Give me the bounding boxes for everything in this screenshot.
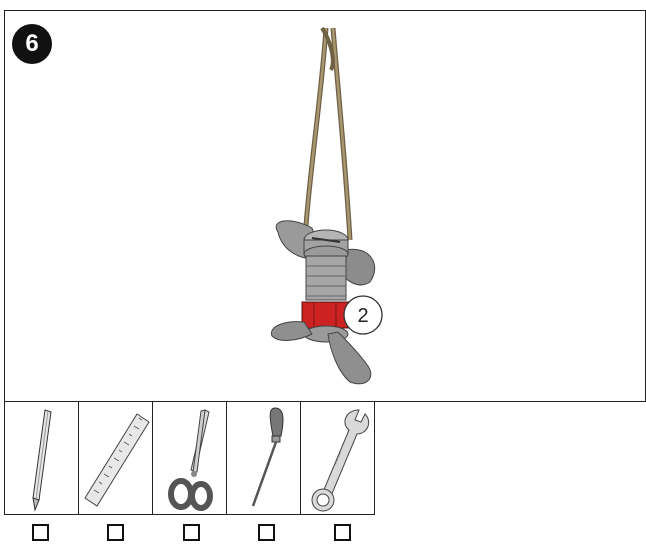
illustration-frame	[4, 10, 645, 402]
screwdriver-icon	[251, 407, 284, 507]
rope-loop	[303, 26, 353, 241]
ruler-icon	[84, 413, 150, 507]
checkbox-scissors[interactable]	[183, 524, 200, 541]
tool-card-pencil	[4, 402, 79, 515]
checkbox-ruler[interactable]	[107, 524, 124, 541]
tool-card-screwdriver	[226, 402, 301, 515]
upper-wing-nut	[275, 220, 376, 286]
step-number-badge: 6	[12, 24, 52, 64]
tool-strip: ~~~~	[4, 402, 375, 517]
threaded-body	[305, 255, 347, 301]
pencil-icon	[32, 409, 52, 512]
svg-text:~~~~: ~~~~	[333, 451, 344, 467]
checkbox-wrench[interactable]	[334, 524, 351, 541]
checkbox-pencil[interactable]	[32, 524, 49, 541]
scissors-icon	[168, 409, 213, 511]
red-seal-band	[301, 301, 351, 329]
tool-card-wrench: ~~~~	[300, 402, 375, 515]
tool-card-ruler	[78, 402, 153, 515]
assembly-illustration: 2	[270, 26, 383, 385]
wrench-icon: ~~~~	[311, 409, 370, 512]
callout-marker: 2	[343, 295, 383, 335]
callout-label: 2	[357, 305, 368, 327]
tool-card-scissors	[152, 402, 227, 515]
lower-wing-nut	[270, 321, 372, 385]
checkbox-screwdriver[interactable]	[258, 524, 275, 541]
